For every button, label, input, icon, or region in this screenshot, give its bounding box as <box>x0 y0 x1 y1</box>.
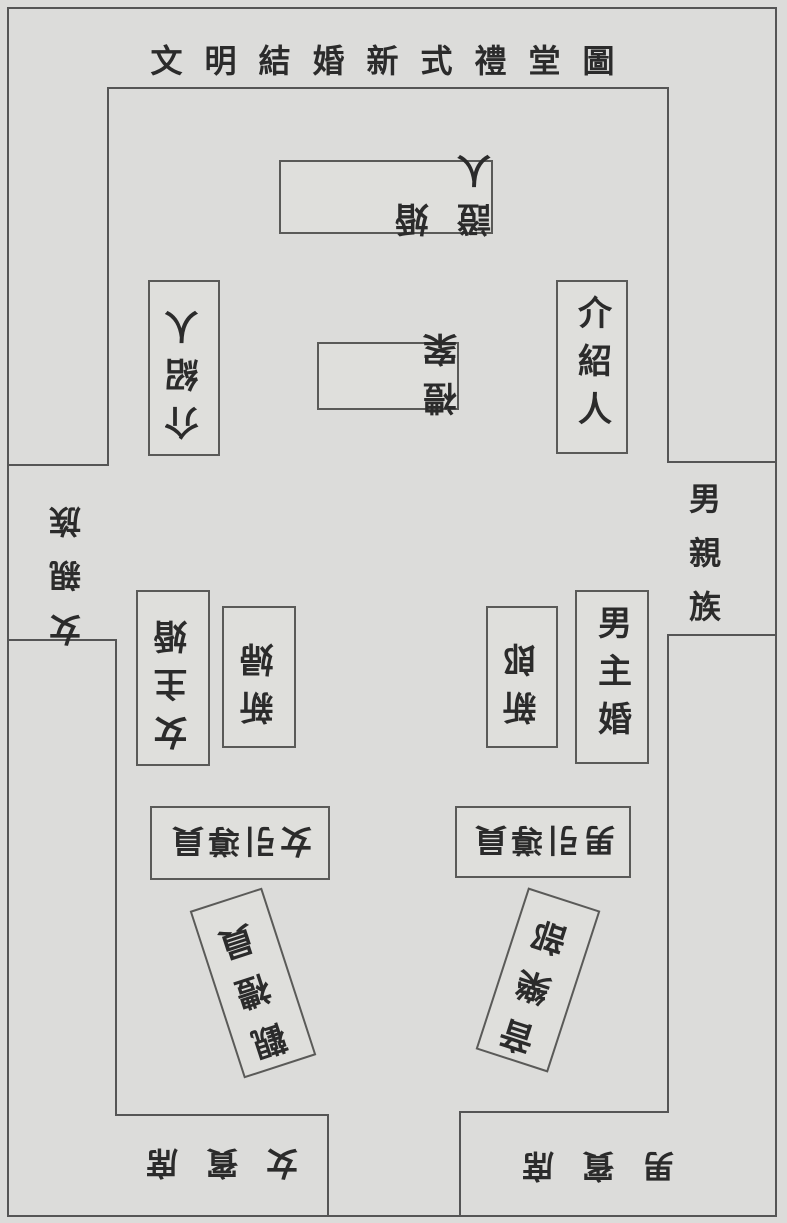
bride-host-label: 女主婚 <box>136 590 210 766</box>
bride-family-label: 女親族 <box>48 484 86 646</box>
bride-host-text: 女主婚 <box>153 606 194 750</box>
introducer-right-label: 介紹人 <box>556 280 628 454</box>
bride-usher-text: 女引導員 <box>167 822 312 860</box>
groom-family-label: 男親族 <box>684 482 722 644</box>
groom-guests-label: 男賓席 <box>494 1147 675 1185</box>
groom-label: 新郎 <box>486 606 558 748</box>
groom-host-text: 男主婚 <box>591 605 632 749</box>
witness-label: 證婚人 <box>279 149 493 238</box>
introducer-right-text: 介紹人 <box>571 295 612 439</box>
ceremony-table-text: 禮案 <box>395 328 457 417</box>
groom-text: 新郎 <box>502 629 543 725</box>
ceremony-table-label: 禮案 <box>317 328 459 417</box>
witness-text: 證婚人 <box>367 149 491 238</box>
groom-usher-text: 男引導員 <box>470 821 615 859</box>
introducer-left-text: 介紹人 <box>164 296 205 440</box>
groom-usher-label: 男引導員 <box>455 806 631 878</box>
bride-text: 新婦 <box>239 629 280 725</box>
diagram-title: 文明結婚新式禮堂圖 <box>150 42 637 80</box>
bride-guests-label: 女賓席 <box>118 1144 299 1182</box>
introducer-left-label: 介紹人 <box>148 280 220 456</box>
groom-host-label: 男主婚 <box>575 590 649 764</box>
bride-usher-label: 女引導員 <box>150 806 330 880</box>
bride-label: 新婦 <box>222 606 296 748</box>
